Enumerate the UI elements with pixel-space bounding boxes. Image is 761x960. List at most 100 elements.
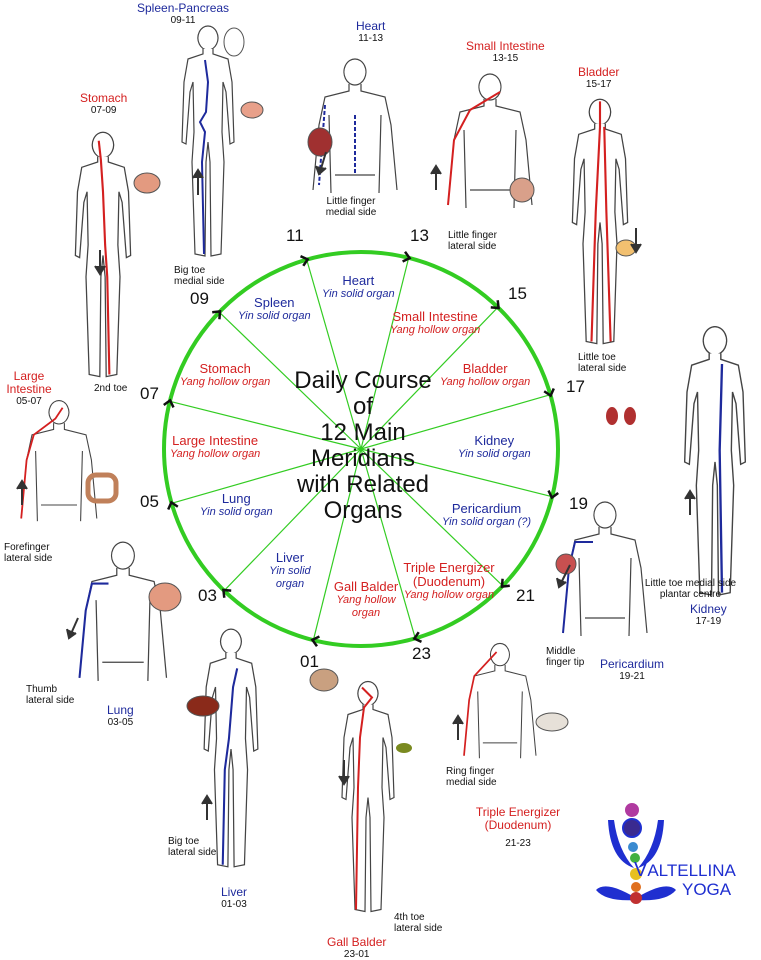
point-label-bladder: Little toe lateral side xyxy=(578,352,627,374)
point-label-spleen: Big toe medial side xyxy=(174,265,225,287)
wheel-spoke xyxy=(360,257,410,450)
hour-arrow-marker xyxy=(412,631,422,643)
hour-arrow-marker xyxy=(547,490,559,500)
hour-markers xyxy=(163,251,559,647)
hour-label: 17 xyxy=(566,377,585,396)
wheel-spoke xyxy=(360,448,504,587)
title-line: Meridians xyxy=(310,445,416,472)
small-intestine-meridian-figure xyxy=(447,70,540,210)
diagram-title: Daily Course of 12 Main Meridians with R… xyxy=(268,368,458,524)
title-line: Daily Course xyxy=(294,367,432,394)
wheel-spoke xyxy=(312,448,362,641)
hour-arrow-marker xyxy=(490,300,500,310)
liver-organ-icon xyxy=(186,695,220,717)
hour-label: 07 xyxy=(140,384,159,403)
intestine-icon xyxy=(509,177,535,203)
kidney-organ-icon xyxy=(606,407,618,425)
direction-arrows xyxy=(16,151,696,820)
meridian-label-triple-energizer: Triple Energizer (Duodenum)21-23 xyxy=(475,805,561,850)
hour-arrow-marker xyxy=(163,398,175,408)
clock-circle xyxy=(162,250,560,648)
wheel-spokes xyxy=(169,257,553,641)
title-line: 12 Main xyxy=(320,419,406,446)
hour-label: 03 xyxy=(198,586,217,605)
hour-arrow-marker xyxy=(167,500,179,510)
hour-label: 23 xyxy=(412,644,431,663)
liver-meridian-figure xyxy=(200,618,262,880)
heart-organ-icon xyxy=(307,127,333,157)
logo-text: VALTELLINA xyxy=(634,859,736,881)
gall-bladder-meridian-figure xyxy=(338,660,398,935)
hour-arrow-marker xyxy=(212,310,222,320)
spleen-meridian-figure xyxy=(178,22,238,262)
gallbladder-icon xyxy=(396,743,412,753)
point-label-small-intestine: Little finger lateral side xyxy=(448,230,497,252)
brain-icon xyxy=(309,668,339,692)
wheel-spoke xyxy=(306,259,362,450)
wheel-spoke xyxy=(218,311,362,450)
spleen-icon xyxy=(223,27,245,57)
wheel-spoke xyxy=(360,306,499,450)
pericardium-meridian-figure xyxy=(562,498,655,638)
hour-label: 05 xyxy=(140,492,159,511)
pancreas-icon xyxy=(240,101,264,119)
hour-arrow-marker xyxy=(300,255,310,267)
hour-label: 21 xyxy=(516,586,535,605)
colon-icon xyxy=(85,472,119,504)
hour-label: 19 xyxy=(569,494,588,513)
hour-arrow-marker xyxy=(500,578,510,588)
wheel-spoke xyxy=(360,448,416,639)
point-label-triple-energizer: Ring finger medial side xyxy=(446,766,497,788)
point-label-large-intestine: Forefinger lateral side xyxy=(4,542,53,564)
hour-arrow-marker xyxy=(543,388,555,398)
wheel-spoke xyxy=(360,394,551,450)
hour-label: 15 xyxy=(508,284,527,303)
lungs-icon xyxy=(148,582,182,612)
hour-arrow-marker xyxy=(310,635,320,647)
hour-label: 11 xyxy=(286,226,304,245)
wheel-spoke xyxy=(169,400,362,450)
point-label-lung: Thumb lateral side xyxy=(26,684,75,706)
valtellina-yoga-logo: VALTELLINA YOGA xyxy=(596,790,761,920)
point-label-stomach: 2nd toe xyxy=(94,383,128,394)
lung-meridian-figure xyxy=(78,538,178,683)
kidney-meridian-figure xyxy=(680,322,750,602)
hour-label: 01 xyxy=(300,652,319,671)
title-line: Organs xyxy=(323,497,403,524)
kidney-organ-icon xyxy=(624,407,636,425)
hour-arrow-marker xyxy=(222,588,232,598)
duodenum-icon xyxy=(535,712,569,732)
point-label-liver: Big toe lateral side xyxy=(168,836,217,858)
title-line: with Related xyxy=(296,471,430,498)
wheel-spoke xyxy=(360,448,553,498)
wheel-organ-triple-energizer: Triple Energizer (Duodenum)Yang hollow o… xyxy=(403,560,495,602)
hour-arrow-marker xyxy=(402,251,412,263)
stomach-meridian-figure xyxy=(70,128,136,383)
triple-energizer-meridian-figure xyxy=(463,640,550,760)
point-label-pericardium: Middle finger tip xyxy=(546,646,585,668)
point-label-heart: Little finger medial side xyxy=(325,196,377,218)
wheel-spoke xyxy=(223,448,362,592)
